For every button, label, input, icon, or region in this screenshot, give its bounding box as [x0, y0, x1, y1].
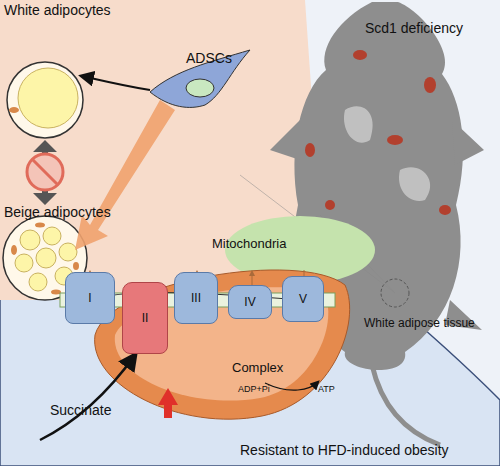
mouse-tail: [372, 365, 440, 445]
succinate-arrow: [40, 355, 135, 440]
atp-arrow: [265, 382, 318, 390]
white-adipocyte: [7, 62, 83, 138]
complex-box: III: [174, 272, 218, 324]
complex-box: II: [122, 282, 168, 354]
blocked-transition: [27, 140, 63, 205]
complex-label: II: [142, 311, 149, 325]
cell-label: ADSCs: [186, 50, 232, 66]
complex-box: V: [282, 276, 324, 322]
complex-box: I: [65, 272, 115, 324]
adsc-cell: [150, 50, 250, 107]
cell-label: Beige adipocytes: [4, 204, 111, 220]
mitochondrion: [95, 270, 350, 419]
increase-arrow: [158, 388, 178, 418]
cell-label: White adipocytes: [4, 2, 111, 18]
differentiation-arrow: [82, 76, 150, 90]
complex-label: IV: [244, 295, 255, 309]
reaction-label: ADP+Pi: [238, 384, 270, 394]
condition-label: Scd1 deficiency: [365, 20, 463, 36]
outcome-label: Resistant to HFD-induced obesity: [240, 442, 449, 458]
reaction-label: ATP: [318, 384, 335, 394]
complex-label: I: [88, 291, 91, 305]
metabolite-label: Succinate: [50, 402, 111, 418]
browning-arrow: [75, 100, 175, 250]
tissue-label: White adipose tissue: [364, 316, 475, 330]
complex-box: IV: [228, 285, 272, 319]
complex-caption: Complex: [232, 360, 283, 375]
complex-label: V: [299, 292, 307, 306]
complex-label: III: [191, 291, 201, 305]
organelle-label: Mitochondria: [212, 236, 286, 251]
